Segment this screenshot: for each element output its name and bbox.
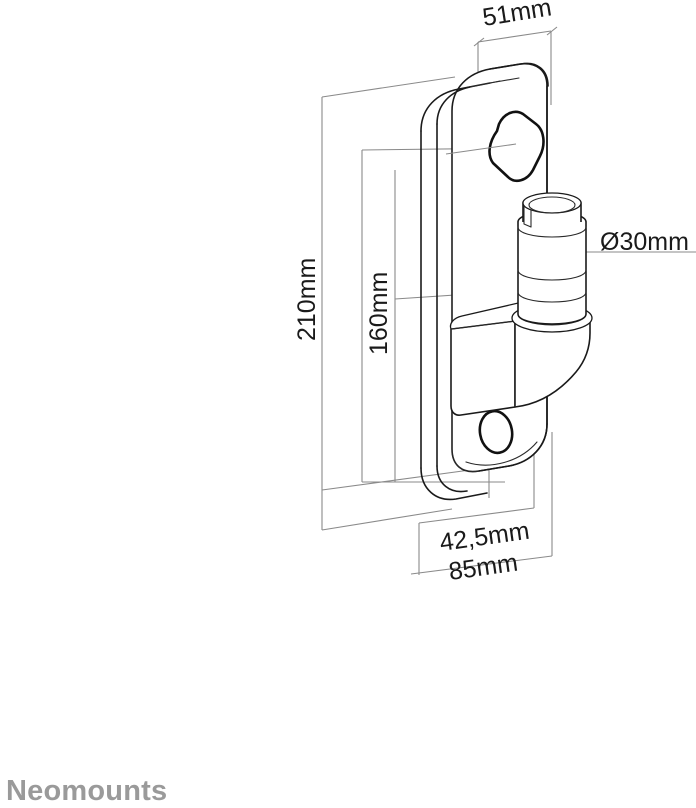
tick-51mm-right — [546, 26, 558, 36]
pole-ring-2 — [517, 291, 587, 303]
pole-top-rim-inner — [528, 196, 576, 214]
plate-bottom-left-bevel-inner — [436, 465, 468, 493]
plate-bottom-right — [478, 423, 548, 472]
pole-ring-1 — [517, 269, 587, 281]
plate-top-chamfer — [489, 62, 549, 87]
lower-hole-outline — [478, 409, 514, 455]
pole-notch — [523, 205, 532, 228]
dimline-42-5mm — [418, 507, 535, 524]
pole-top-rim-outer — [522, 192, 582, 214]
dim-label-160mm: 160mm — [365, 272, 393, 355]
dim-label-diameter-30mm: Ø30mm — [600, 228, 689, 256]
dim-label-51mm: 51mm — [481, 0, 554, 32]
pole-cylinder — [511, 192, 593, 333]
extline-210mm-top — [321, 76, 456, 98]
body-left-face — [450, 320, 516, 416]
guideline-low — [321, 469, 471, 491]
plate-top-chamfer-line2 — [489, 77, 520, 84]
extline-210mm-bottom — [321, 508, 453, 531]
plate-bottom-face-curve — [451, 448, 480, 473]
pole-shaft — [517, 211, 587, 325]
lower-hole — [478, 409, 514, 455]
dimension-labels: 51mm 210mm 160mm Ø30mm 42,5mm 85mm — [293, 0, 689, 586]
brand-logo-text: Neomounts — [6, 775, 167, 807]
plate-top-left-bevel-inner — [436, 86, 471, 125]
dim-label-42-5mm: 42,5mm — [438, 517, 531, 557]
plate-top-left-bevel — [420, 82, 491, 132]
plate-bottom-inner-bevel — [465, 441, 538, 466]
dimline-85mm — [410, 555, 553, 575]
dim-label-210mm: 210mm — [293, 258, 321, 341]
slot-hole-centerline — [445, 143, 517, 155]
mounting-slot-hole — [445, 110, 545, 183]
tick-51mm-left — [473, 37, 485, 47]
dimline-51mm — [477, 30, 552, 43]
pole-collar-step — [517, 226, 587, 238]
plate-bottom-left-bevel — [420, 467, 488, 501]
body-top-edge — [450, 320, 516, 330]
slot-hole-outline — [488, 110, 545, 183]
